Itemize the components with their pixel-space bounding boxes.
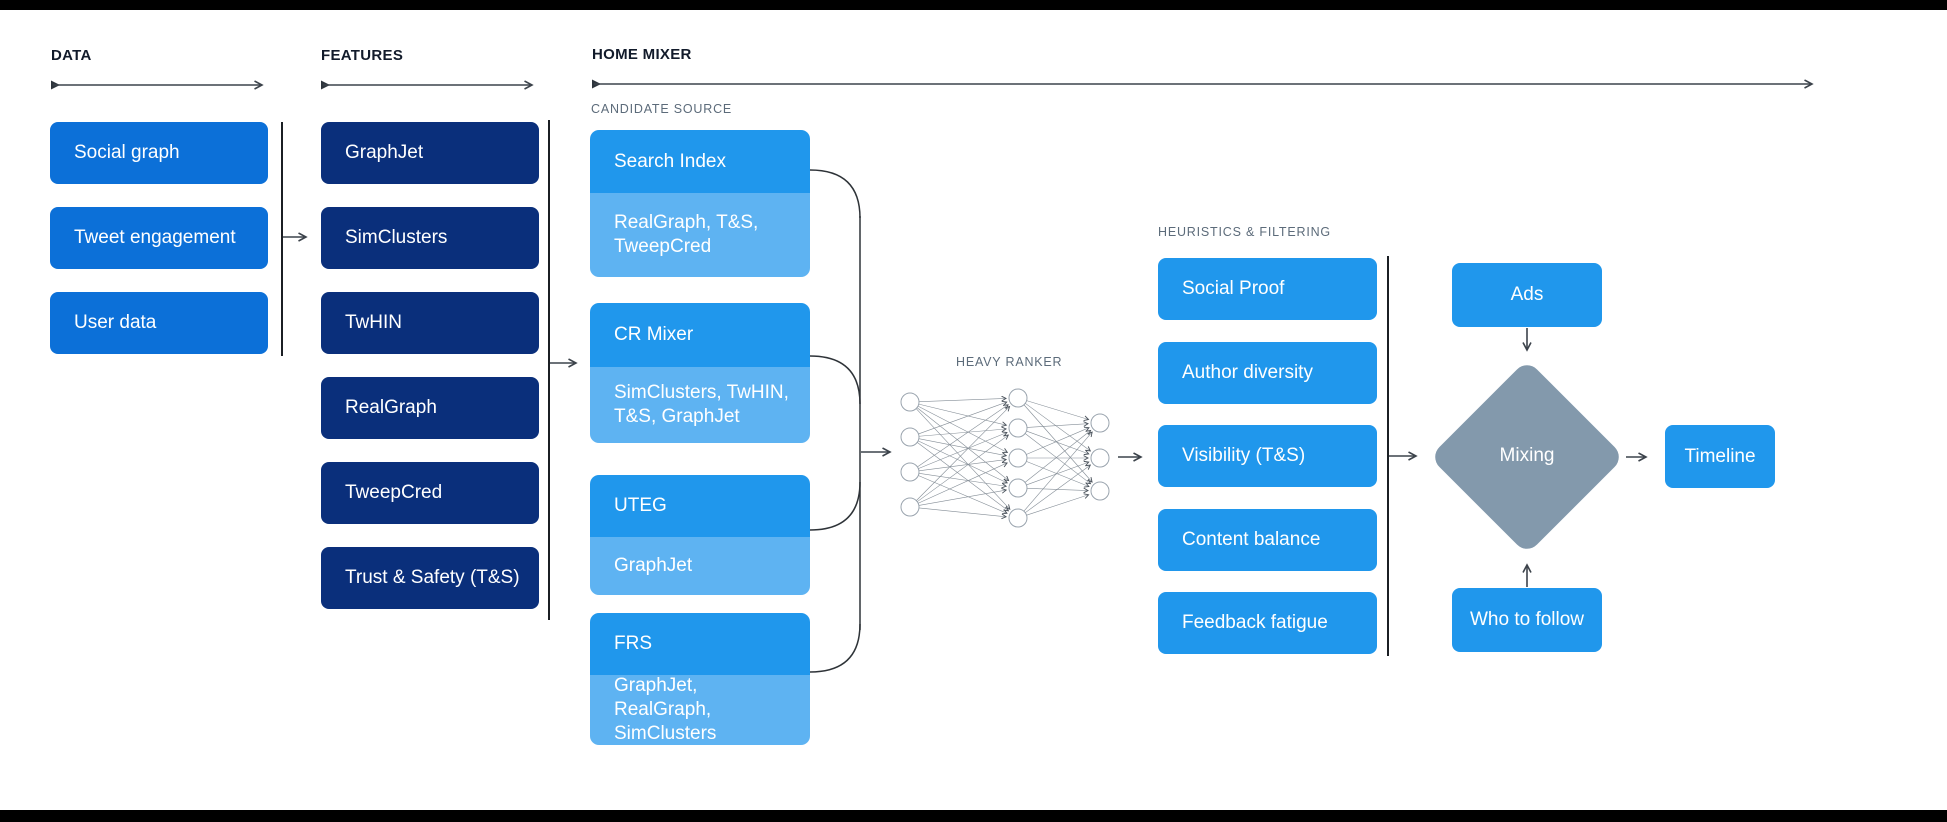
curve-frs — [809, 623, 861, 673]
home-mixer-axis-start-triangle — [592, 79, 601, 89]
node-who-to-follow: Who to follow — [1452, 588, 1602, 652]
node-realgraph: RealGraph — [321, 377, 539, 439]
candidate-frs: FRS GraphJet, RealGraph, SimClusters — [590, 613, 810, 745]
label-heuristics-filtering: HEURISTICS & FILTERING — [1158, 225, 1331, 239]
node-social-proof: Social Proof — [1158, 258, 1377, 320]
data-axis-start-triangle — [51, 80, 60, 90]
node-feedback-fatigue: Feedback fatigue — [1158, 592, 1377, 654]
node-twhin: TwHIN — [321, 292, 539, 354]
section-header-features: FEATURES — [321, 47, 404, 64]
node-user-data: User data — [50, 292, 268, 354]
node-content-balance: Content balance — [1158, 509, 1377, 571]
node-visibility-ts: Visibility (T&S) — [1158, 425, 1377, 487]
node-social-graph: Social graph — [50, 122, 268, 184]
node-timeline: Timeline — [1665, 425, 1775, 488]
node-mixing: Mixing — [1499, 445, 1555, 466]
node-trust-safety: Trust & Safety (T&S) — [321, 547, 539, 609]
label-candidate-source: CANDIDATE SOURCE — [591, 102, 733, 116]
node-author-diversity: Author diversity — [1158, 342, 1377, 404]
candidate-uteg-features: GraphJet — [590, 537, 810, 595]
curve-search-index — [809, 169, 861, 219]
curve-cr-mixer — [809, 355, 861, 405]
label-heavy-ranker: HEAVY RANKER — [956, 355, 1063, 369]
section-header-data: DATA — [51, 47, 92, 64]
candidate-cr-mixer-features: SimClusters, TwHIN, T&S, GraphJet — [590, 367, 810, 443]
candidate-uteg: UTEG GraphJet — [590, 475, 810, 595]
top-letterbox-bar — [0, 0, 1947, 10]
candidate-uteg-title: UTEG — [590, 475, 810, 537]
curve-uteg — [809, 481, 861, 531]
node-tweet-engagement: Tweet engagement — [50, 207, 268, 269]
candidate-search-index-title: Search Index — [590, 130, 810, 193]
bottom-letterbox-bar — [0, 810, 1947, 822]
candidate-cr-mixer-title: CR Mixer — [590, 303, 810, 367]
heavy-ranker-network — [900, 388, 1110, 528]
candidate-cr-mixer: CR Mixer SimClusters, TwHIN, T&S, GraphJ… — [590, 303, 810, 443]
features-axis-start-triangle — [321, 80, 330, 90]
node-simclusters: SimClusters — [321, 207, 539, 269]
node-graphjet: GraphJet — [321, 122, 539, 184]
node-ads: Ads — [1452, 263, 1602, 327]
section-header-home-mixer: HOME MIXER — [592, 46, 692, 63]
candidate-search-index-features: RealGraph, T&S, TweepCred — [590, 193, 810, 277]
candidate-search-index: Search Index RealGraph, T&S, TweepCred — [590, 130, 810, 277]
candidate-frs-features: GraphJet, RealGraph, SimClusters — [590, 675, 810, 745]
candidate-frs-title: FRS — [590, 613, 810, 675]
node-tweepcred: TweepCred — [321, 462, 539, 524]
